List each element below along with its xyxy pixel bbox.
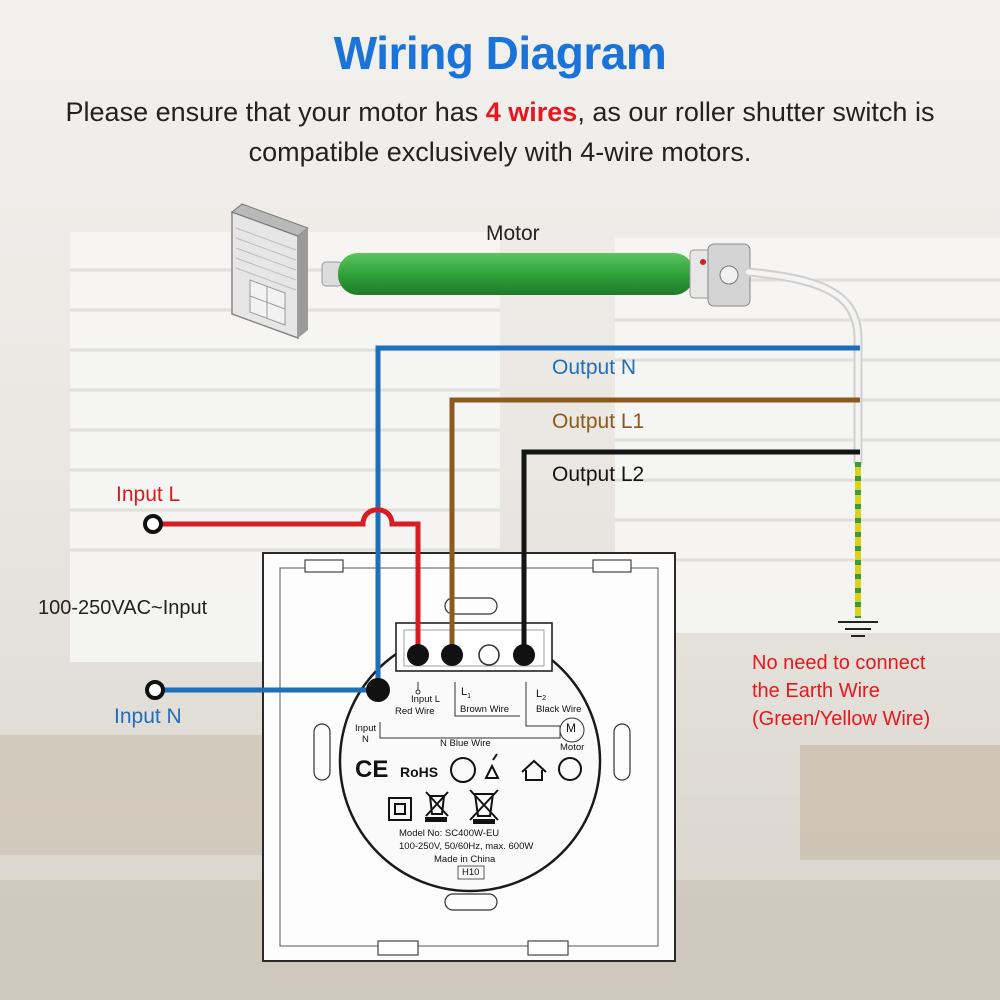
plate-clips [304,559,632,956]
term-input-n-label-2: N [362,734,369,745]
window-right [615,238,1000,633]
output-n-label: Output N [552,356,637,379]
page-subtitle: Please ensure that your motor has 4 wire… [40,92,960,172]
subtitle-text-before: Please ensure that your motor has [65,97,486,127]
output-l2-label: Output L2 [552,463,645,486]
output-l1-label: Output L1 [552,410,645,433]
input-l-label: Input L [116,483,181,506]
motor-label: Motor [486,222,540,245]
earth-note-line1: No need to connect [752,652,926,674]
term-l2-label: L2 [536,688,546,702]
rating-text: 100-250V, 50/60Hz, max. 600W [399,841,534,852]
rohs-mark: RoHS [400,764,439,780]
input-n-label: Input N [114,705,182,728]
model-number-text: Model No: SC400W-EU [399,828,500,839]
roller-shutter-icon [230,203,310,340]
term-black-wire-label: Black Wire [536,704,582,715]
plate-slots [313,597,631,911]
terminals [366,644,535,702]
subtitle-highlight: 4 wires [485,97,578,127]
ce-mark: CE [355,756,389,783]
term-brown-wire-label: Brown Wire [460,704,510,715]
ground-symbol [838,621,878,637]
batch-code: H10 [462,867,480,878]
motor-symbol: M [566,721,576,735]
made-in-text: Made in China [434,854,496,865]
batch-box [457,865,485,880]
certification-icons [388,753,582,824]
wire-input-l-red [162,507,421,653]
term-n-blue-wire-label: N Blue Wire [440,738,491,749]
earth-note-line3: (Green/Yellow Wire) [752,708,931,730]
wire-output-n-blue [375,345,860,688]
term-l1-sub: 1 [467,693,472,701]
term-l1-letter: L [461,686,468,698]
wire-output-l2-black [521,449,860,653]
term-input-l-label: Input L [411,694,441,705]
term-l1-label: L1 [461,686,471,700]
input-n-terminal [145,680,165,700]
term-input-n-label-1: Input [355,723,377,734]
sofa-right [800,745,1000,860]
sofa [0,735,300,855]
wire-output-l1-brown [449,397,860,653]
term-l2-sub: 2 [542,695,547,703]
earth-note-line2: the Earth Wire [752,680,880,702]
page-title: Wiring Diagram [333,27,667,79]
term-l2-letter: L [536,688,543,700]
motor [321,243,751,307]
input-l-terminal [143,514,163,534]
subtitle-text-after: , as our roller shutter switch is compat… [248,97,935,167]
back-schematic [379,682,585,743]
motor-word-label: Motor [560,742,585,753]
voltage-input-label: 100-250VAC~Input [38,597,208,619]
term-red-wire-label: Red Wire [395,706,435,717]
